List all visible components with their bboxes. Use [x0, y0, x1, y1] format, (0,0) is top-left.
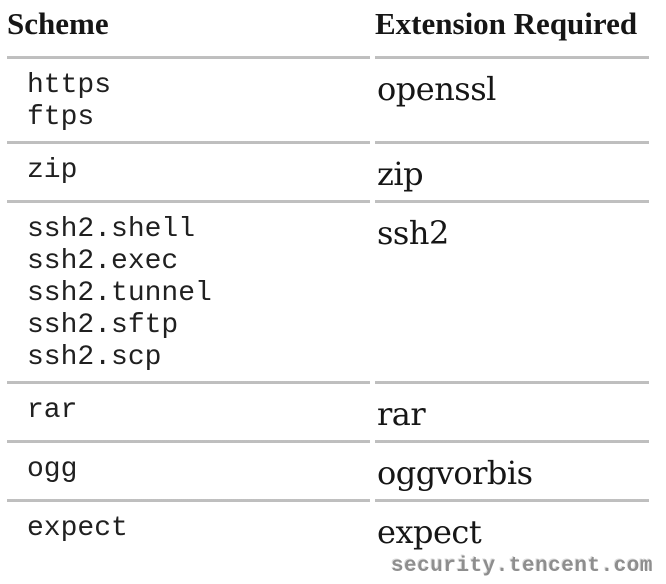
table-row: ogg oggvorbis [7, 440, 649, 499]
table-row: ssh2.shell ssh2.exec ssh2.tunnel ssh2.sf… [7, 200, 649, 381]
scheme-cell: expect [7, 499, 370, 558]
scheme-cell: zip [7, 141, 370, 200]
table-row: zip zip [7, 141, 649, 200]
extension-cell: expect [375, 499, 649, 558]
extension-cell: oggvorbis [375, 440, 649, 499]
extension-cell: zip [375, 141, 649, 200]
table-row: rar rar [7, 381, 649, 440]
table-body: https ftps openssl zip zip ssh2.shell ss… [7, 56, 649, 558]
scheme-extension-table: Scheme Extension Required https ftps ope… [2, 0, 654, 558]
table-row: https ftps openssl [7, 56, 649, 141]
scheme-cell: ssh2.shell ssh2.exec ssh2.tunnel ssh2.sf… [7, 200, 370, 381]
table-row: expect expect [7, 499, 649, 558]
scheme-cell: ogg [7, 440, 370, 499]
column-header-extension-required: Extension Required [375, 6, 638, 41]
watermark-security-tencent: security.tencent.com [390, 555, 653, 578]
extension-cell: ssh2 [375, 200, 649, 381]
scheme-cell: rar [7, 381, 370, 440]
column-header-scheme: Scheme [7, 6, 109, 41]
header-row: Scheme Extension Required [7, 0, 649, 56]
table-header: Scheme Extension Required [7, 0, 649, 56]
extension-cell: rar [375, 381, 649, 440]
extension-cell: openssl [375, 56, 649, 141]
scheme-cell: https ftps [7, 56, 370, 141]
